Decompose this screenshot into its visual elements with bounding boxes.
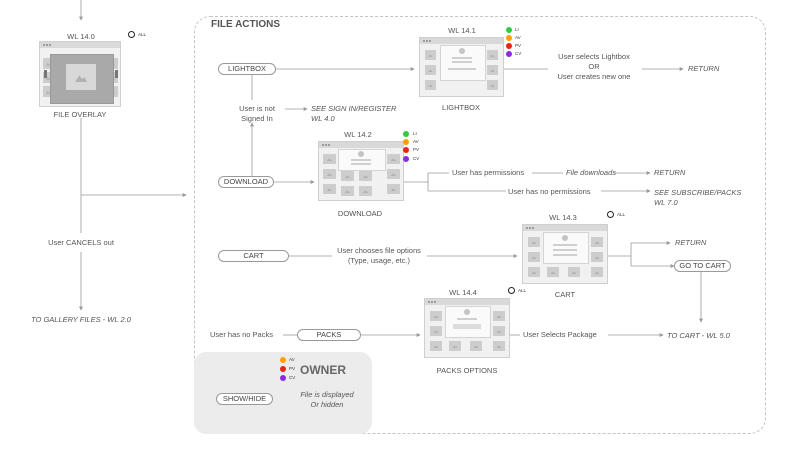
cart-return: RETURN (675, 238, 707, 247)
download-screen-id: WL 14.2 (344, 130, 372, 139)
packs-all-indicator (508, 287, 515, 294)
cart-all-indicator (607, 211, 614, 218)
show-hide-action[interactable]: SHOW/HIDE (216, 393, 273, 405)
download-av-label: AV (413, 139, 419, 144)
go-to-cart-button[interactable]: GO TO CART (674, 260, 731, 272)
lightbox-pv-label: PV (515, 43, 522, 48)
lightbox-av-label: AV (515, 35, 521, 40)
overlay-screen-name: FILE OVERLAY (53, 110, 107, 119)
lightbox-return: RETURN (688, 64, 720, 73)
lightbox-li-dot (506, 27, 512, 33)
lightbox-li-label: LI (515, 27, 519, 32)
options-line1: User chooses file options (337, 246, 421, 255)
selects-package: User Selects Package (523, 330, 597, 339)
no-permissions: User has no permissions (508, 187, 591, 196)
download-av-dot (403, 139, 409, 145)
overlay-all-label: ALL (138, 32, 147, 37)
download-screen-name: DOWNLOAD (337, 209, 383, 218)
owner-av-dot (280, 357, 286, 363)
lightbox-cv-dot (506, 51, 512, 57)
lightbox-action[interactable]: LIGHTBOX (218, 63, 276, 75)
lightbox-pv-dot (506, 43, 512, 49)
has-permissions: User has permissions (452, 168, 525, 177)
owner-desc-line2: Or hidden (310, 400, 344, 409)
lightbox-selects-line3: User creates new one (557, 72, 631, 81)
download-pv-label: PV (413, 147, 420, 152)
lightbox-screen-name: LIGHTBOX (442, 103, 480, 112)
line-cart-split (608, 243, 632, 266)
cart-wireframe[interactable] (522, 224, 608, 284)
packs-screen-id: WL 14.4 (449, 288, 477, 297)
cart-action[interactable]: CART (218, 250, 289, 262)
signin-line1: SEE SIGN IN/REGISTER (311, 104, 397, 113)
owner-title: OWNER (300, 363, 346, 377)
download-li-dot (403, 131, 409, 137)
subscribe-line1: SEE SUBSCRIBE/PACKS (654, 188, 742, 197)
cancel-label: User CANCELS out (48, 238, 114, 247)
to-cart-label: TO CART - WL 5.0 (667, 331, 730, 340)
packs-action[interactable]: PACKS (297, 329, 361, 341)
lightbox-selects-line2: OR (588, 62, 600, 71)
download-pv-dot (403, 147, 409, 153)
download-wireframe[interactable] (318, 141, 404, 201)
signin-line2: WL 4.0 (311, 114, 335, 123)
no-packs-label: User has no Packs (210, 330, 273, 339)
lightbox-cv-label: CV (515, 51, 522, 56)
download-li-label: LI (413, 131, 417, 136)
not-signed-line1: User is not (239, 104, 275, 113)
packs-all-label: ALL (518, 288, 527, 293)
overlay-screen-id: WL 14.0 (67, 32, 95, 41)
owner-cv-dot (280, 375, 286, 381)
owner-cv-label: CV (289, 375, 296, 380)
owner-av-label: AV (289, 357, 295, 362)
owner-pv-label: PV (289, 366, 296, 371)
file-actions-frame (194, 16, 766, 434)
lightbox-wireframe[interactable] (419, 37, 504, 97)
download-return: RETURN (654, 168, 686, 177)
owner-pv-dot (280, 366, 286, 372)
lightbox-selects-line1: User selects Lightbox (558, 52, 630, 61)
file-actions-title: FILE ACTIONS (211, 19, 281, 30)
owner-desc-line1: File is displayed (300, 390, 354, 399)
line-download-split (404, 172, 506, 192)
all-indicator (128, 31, 135, 38)
cart-all-label: ALL (617, 212, 626, 217)
cart-screen-id: WL 14.3 (549, 213, 577, 222)
lightbox-av-dot (506, 35, 512, 41)
gallery-label: TO GALLERY FILES - WL 2.0 (31, 315, 131, 324)
packs-screen-name: PACKS OPTIONS (436, 366, 498, 375)
lightbox-screen-id: WL 14.1 (448, 26, 476, 35)
download-cv-label: CV (413, 156, 420, 161)
packs-wireframe[interactable] (424, 298, 510, 358)
download-action[interactable]: DOWNLOAD (218, 176, 274, 188)
file-downloads: File downloads (566, 168, 617, 177)
file-overlay-wireframe[interactable] (39, 41, 121, 107)
subscribe-line2: WL 7.0 (654, 198, 678, 207)
download-cv-dot (403, 156, 409, 162)
options-line2: (Type, usage, etc.) (347, 256, 411, 265)
cart-screen-name: CART (554, 290, 576, 299)
not-signed-line2: Signed In (241, 114, 273, 123)
